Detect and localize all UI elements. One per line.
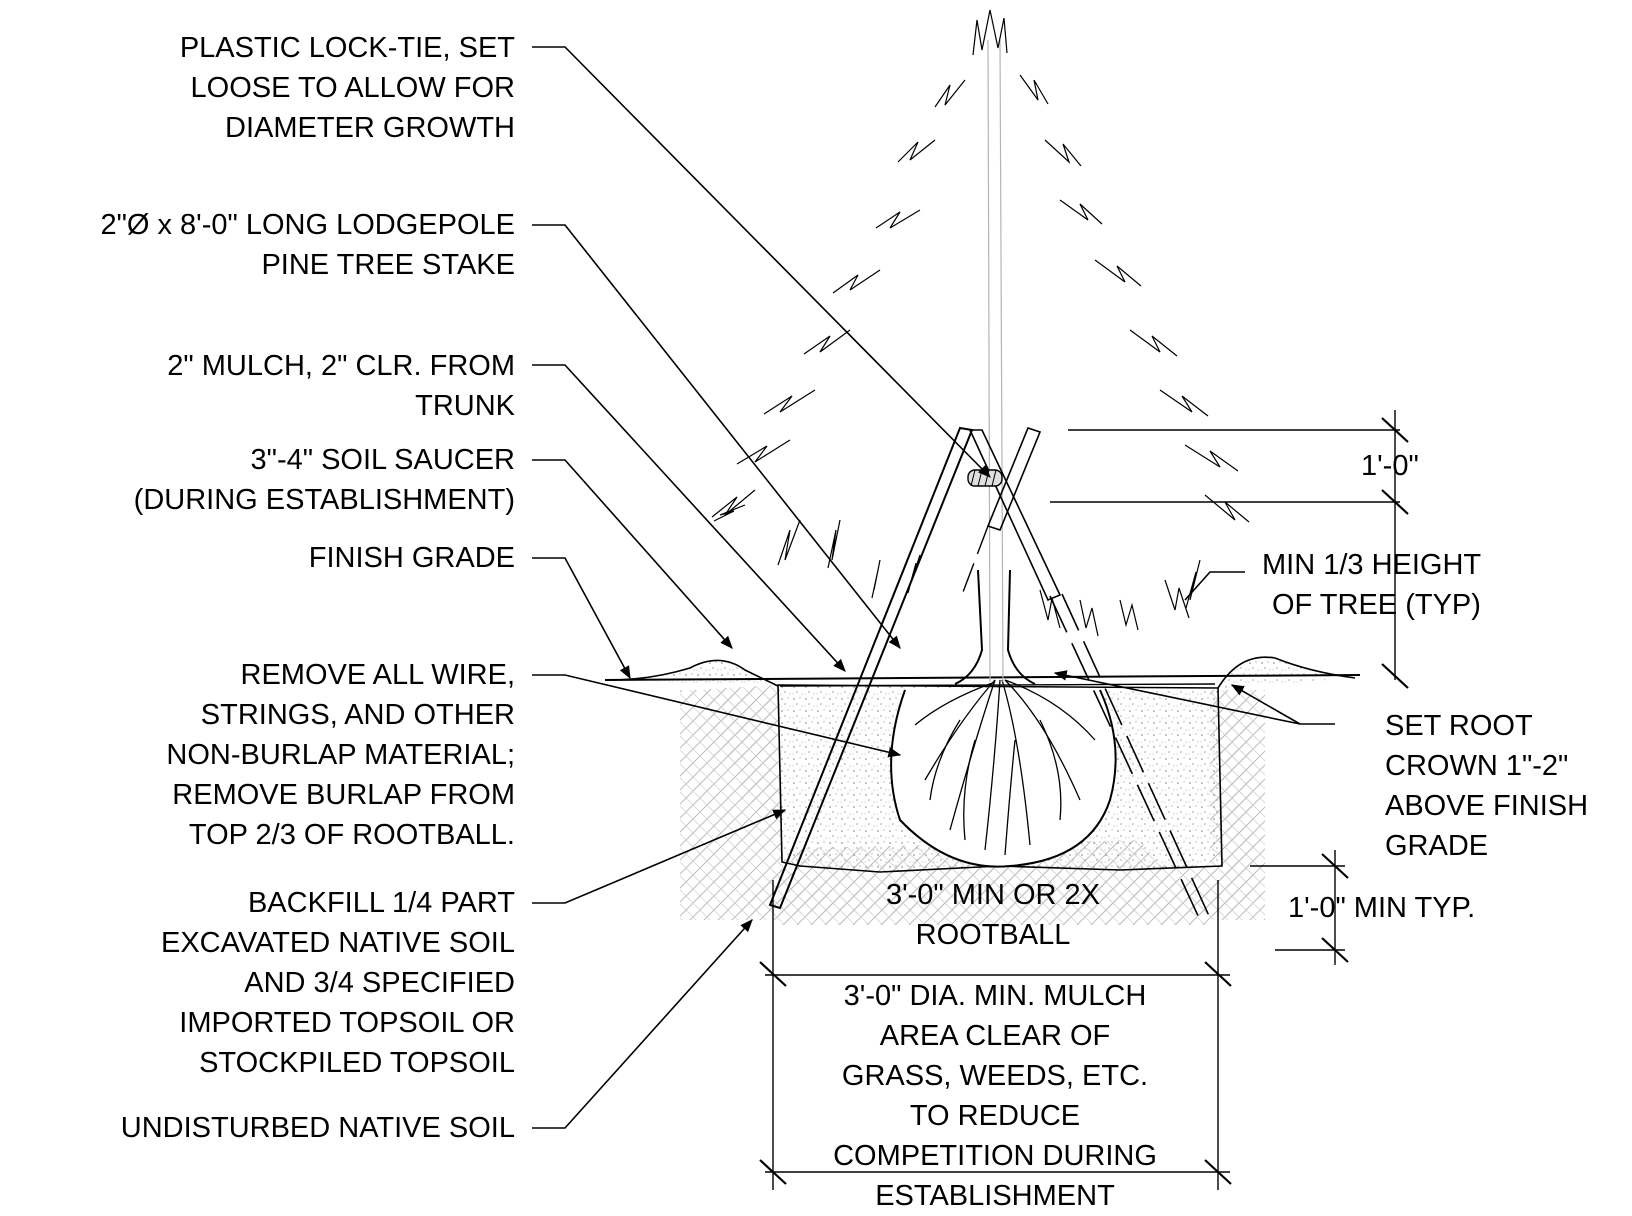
callout-finish-grade: FINISH GRADE [308,542,515,574]
callout-lock-tie: PLASTIC LOCK-TIE, SET LOOSE TO ALLOW FOR… [179,32,515,144]
callout-min-height: MIN 1/3 HEIGHT OF TREE (TYP) [1262,549,1482,621]
tree-trunk [954,39,1036,685]
finish-grade-line [604,674,1361,687]
dim-tie-spacing: 1'-0" [1361,450,1419,482]
tree-canopy [711,9,1250,637]
callout-soil-saucer: 3"-4" SOIL SAUCER (DURING ESTABLISHMENT) [133,444,515,516]
root-ball [890,679,1117,868]
leader-lines [532,46,1335,1129]
callout-mulch: 2" MULCH, 2" CLR. FROM TRUNK [167,350,515,422]
callout-remove-wire: REMOVE ALL WIRE, STRINGS, AND OTHER NON-… [166,659,515,851]
dim-mulch-area: 3'-0" DIA. MIN. MULCH AREA CLEAR OF GRAS… [833,980,1157,1212]
soil-saucer [609,656,1356,689]
dim-pit-width: 3'-0" MIN OR 2X ROOTBALL [885,879,1101,951]
tree-stakes [768,426,1211,921]
callout-backfill: BACKFILL 1/4 PART EXCAVATED NATIVE SOIL … [161,887,515,1079]
callout-root-crown: SET ROOT CROWN 1"-2" ABOVE FINISH GRADE [1385,710,1589,862]
callout-stake: 2"Ø x 8'-0" LONG LODGEPOLE PINE TREE STA… [100,209,515,281]
lock-tie [967,469,1003,487]
dimension-lines [759,410,1409,1190]
callout-native-soil: UNDISTURBED NATIVE SOIL [120,1112,515,1144]
dim-depth-min: 1'-0" MIN TYP. [1288,892,1476,924]
